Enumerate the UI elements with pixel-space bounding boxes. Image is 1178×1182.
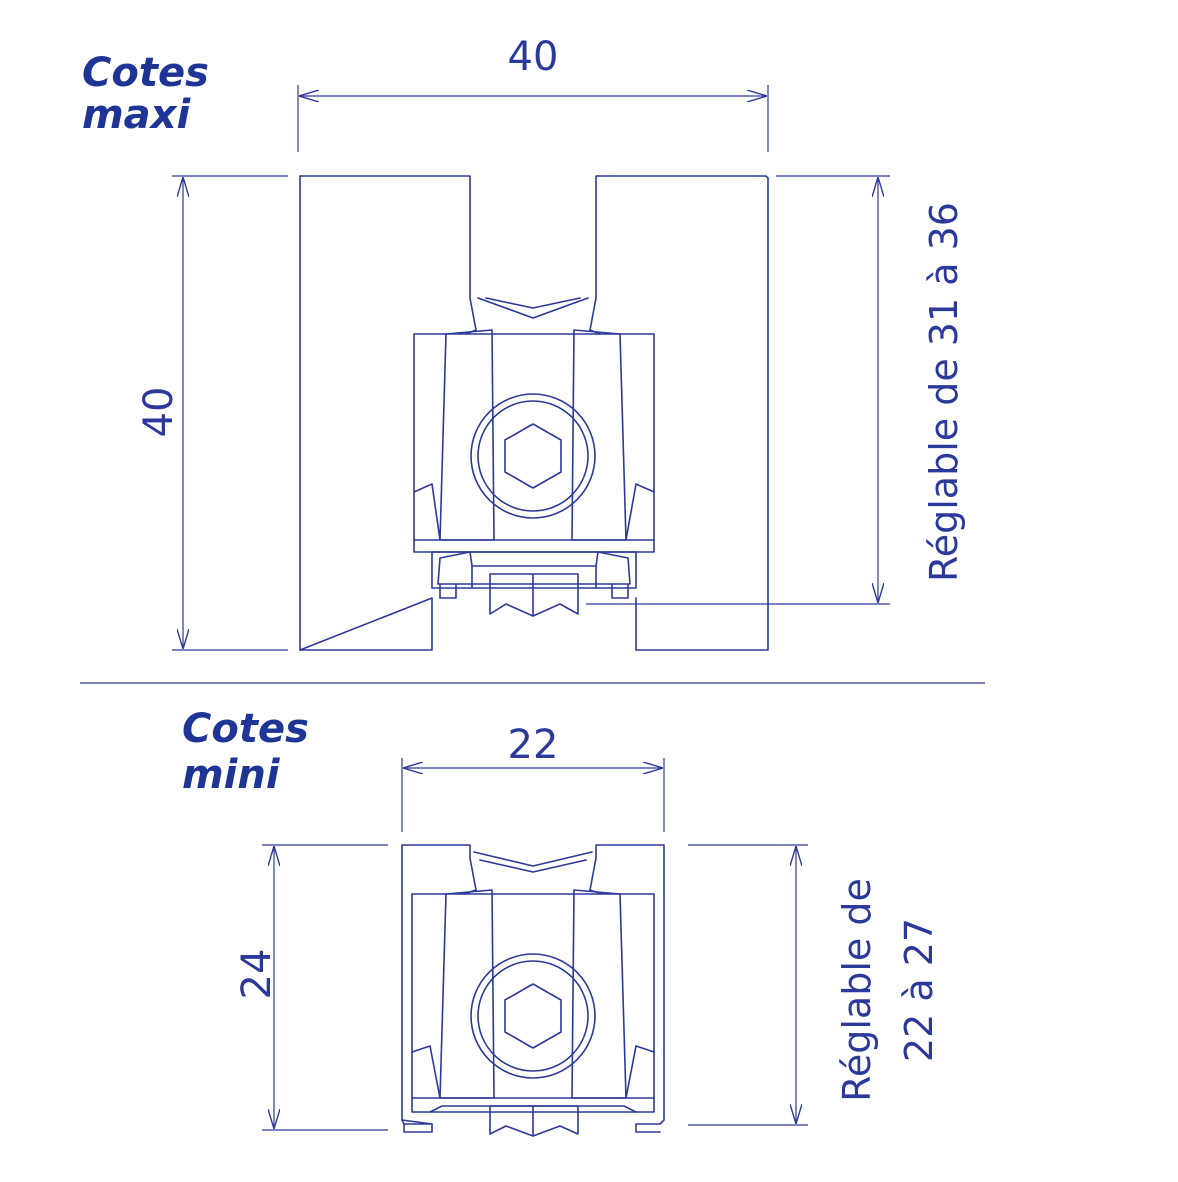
mini-title-line1: Cotes — [182, 706, 309, 752]
mini-range-label-line2: 22 à 27 — [897, 918, 941, 1062]
maxi-drawing: Cotes maxi 40 40 Réglable de 31 à 36 — [82, 34, 966, 651]
mini-width-label: 22 — [508, 722, 559, 768]
maxi-clamp — [413, 297, 655, 617]
maxi-channel-body — [299, 175, 769, 651]
mini-range-dimension: Réglable de 22 à 27 — [688, 844, 941, 1126]
mini-range-label-line1: Réglable de — [835, 878, 879, 1102]
mini-height-label: 24 — [234, 949, 280, 1000]
maxi-height-dimension: 40 — [136, 175, 288, 651]
mini-channel-body — [401, 844, 665, 1133]
maxi-range-label: Réglable de 31 à 36 — [922, 202, 966, 582]
mini-width-dimension: 22 — [401, 722, 665, 832]
maxi-title-line1: Cotes — [82, 50, 209, 96]
maxi-range-dimension: Réglable de 31 à 36 — [586, 175, 966, 605]
mini-height-dimension: 24 — [234, 844, 388, 1131]
maxi-height-label: 40 — [136, 387, 182, 438]
maxi-width-dimension: 40 — [297, 34, 769, 152]
maxi-width-label: 40 — [508, 34, 559, 80]
maxi-title-line2: maxi — [82, 92, 191, 138]
mini-title-line2: mini — [182, 752, 281, 798]
mini-drawing: Cotes mini 22 24 Réglable de 22 à 27 — [182, 706, 941, 1137]
mini-clamp — [411, 851, 655, 1137]
